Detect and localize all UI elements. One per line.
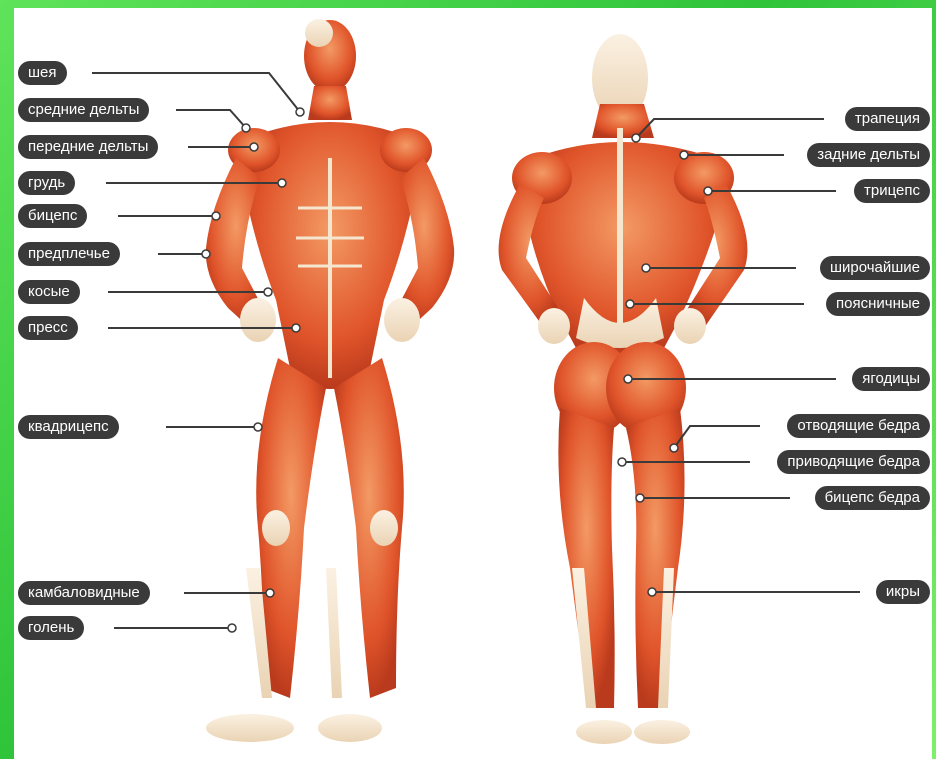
label-front-delts: передние дельты xyxy=(18,135,158,159)
label-forearm: предплечье xyxy=(18,242,120,266)
back-figure xyxy=(499,34,748,744)
label-abs: пресс xyxy=(18,316,78,340)
label-rear-delts: задние дельты xyxy=(807,143,930,167)
label-lats: широчайшие xyxy=(820,256,930,280)
label-obliques: косые xyxy=(18,280,80,304)
label-abductors: отводящие бедра xyxy=(787,414,930,438)
label-hamstrings: бицепс бедра xyxy=(815,486,930,510)
label-adductors: приводящие бедра xyxy=(777,450,930,474)
label-chest: грудь xyxy=(18,171,75,195)
label-biceps: бицепс xyxy=(18,204,87,228)
label-traps: трапеция xyxy=(845,107,930,131)
label-calves: икры xyxy=(876,580,930,604)
label-lower-back: поясничные xyxy=(826,292,930,316)
muscle-anatomy-illustration xyxy=(14,8,932,759)
label-mid-delts: средние дельты xyxy=(18,98,149,122)
label-triceps: трицепс xyxy=(854,179,930,203)
diagram-frame: шея средние дельты передние дельты грудь… xyxy=(14,8,932,759)
label-glutes: ягодицы xyxy=(852,367,930,391)
label-shin: голень xyxy=(18,616,84,640)
label-soleus: камбаловидные xyxy=(18,581,150,605)
label-neck: шея xyxy=(18,61,67,85)
label-quads: квадрицепс xyxy=(18,415,119,439)
